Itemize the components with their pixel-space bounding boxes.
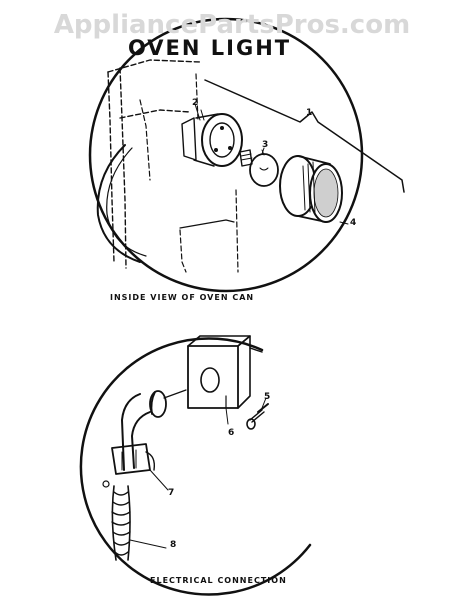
light-bulb — [239, 149, 279, 187]
leader-lines-top — [200, 109, 349, 225]
bottom-view-circle — [79, 337, 312, 596]
lamp-receptacle — [102, 389, 187, 491]
mounting-screw — [246, 397, 269, 430]
callout-2: 2 — [192, 98, 199, 108]
oven-window-arc — [96, 144, 147, 263]
callout-bracket-1 — [204, 79, 405, 193]
top-view-circle — [88, 17, 364, 293]
caption-inside-view: INSIDE VIEW OF OVEN CAN — [110, 293, 255, 302]
callout-4: 4 — [350, 218, 357, 228]
mounting-bracket — [187, 335, 263, 409]
leader-lines-bottom — [225, 407, 229, 425]
wire-coil — [111, 485, 167, 561]
lens-cover — [279, 155, 343, 223]
callout-3: 3 — [262, 140, 269, 150]
callout-1: 1 — [306, 108, 313, 118]
callout-5: 5 — [264, 392, 271, 402]
callout-7: 7 — [168, 488, 175, 498]
lamp-socket — [181, 103, 243, 167]
caption-electrical-connection: ELECTRICAL CONNECTION — [150, 576, 287, 585]
callout-8: 8 — [170, 540, 177, 550]
page-title: OVEN LIGHT — [128, 36, 292, 60]
watermark-text: AppliancePartsPros.com — [53, 10, 411, 40]
callout-6: 6 — [228, 428, 235, 438]
